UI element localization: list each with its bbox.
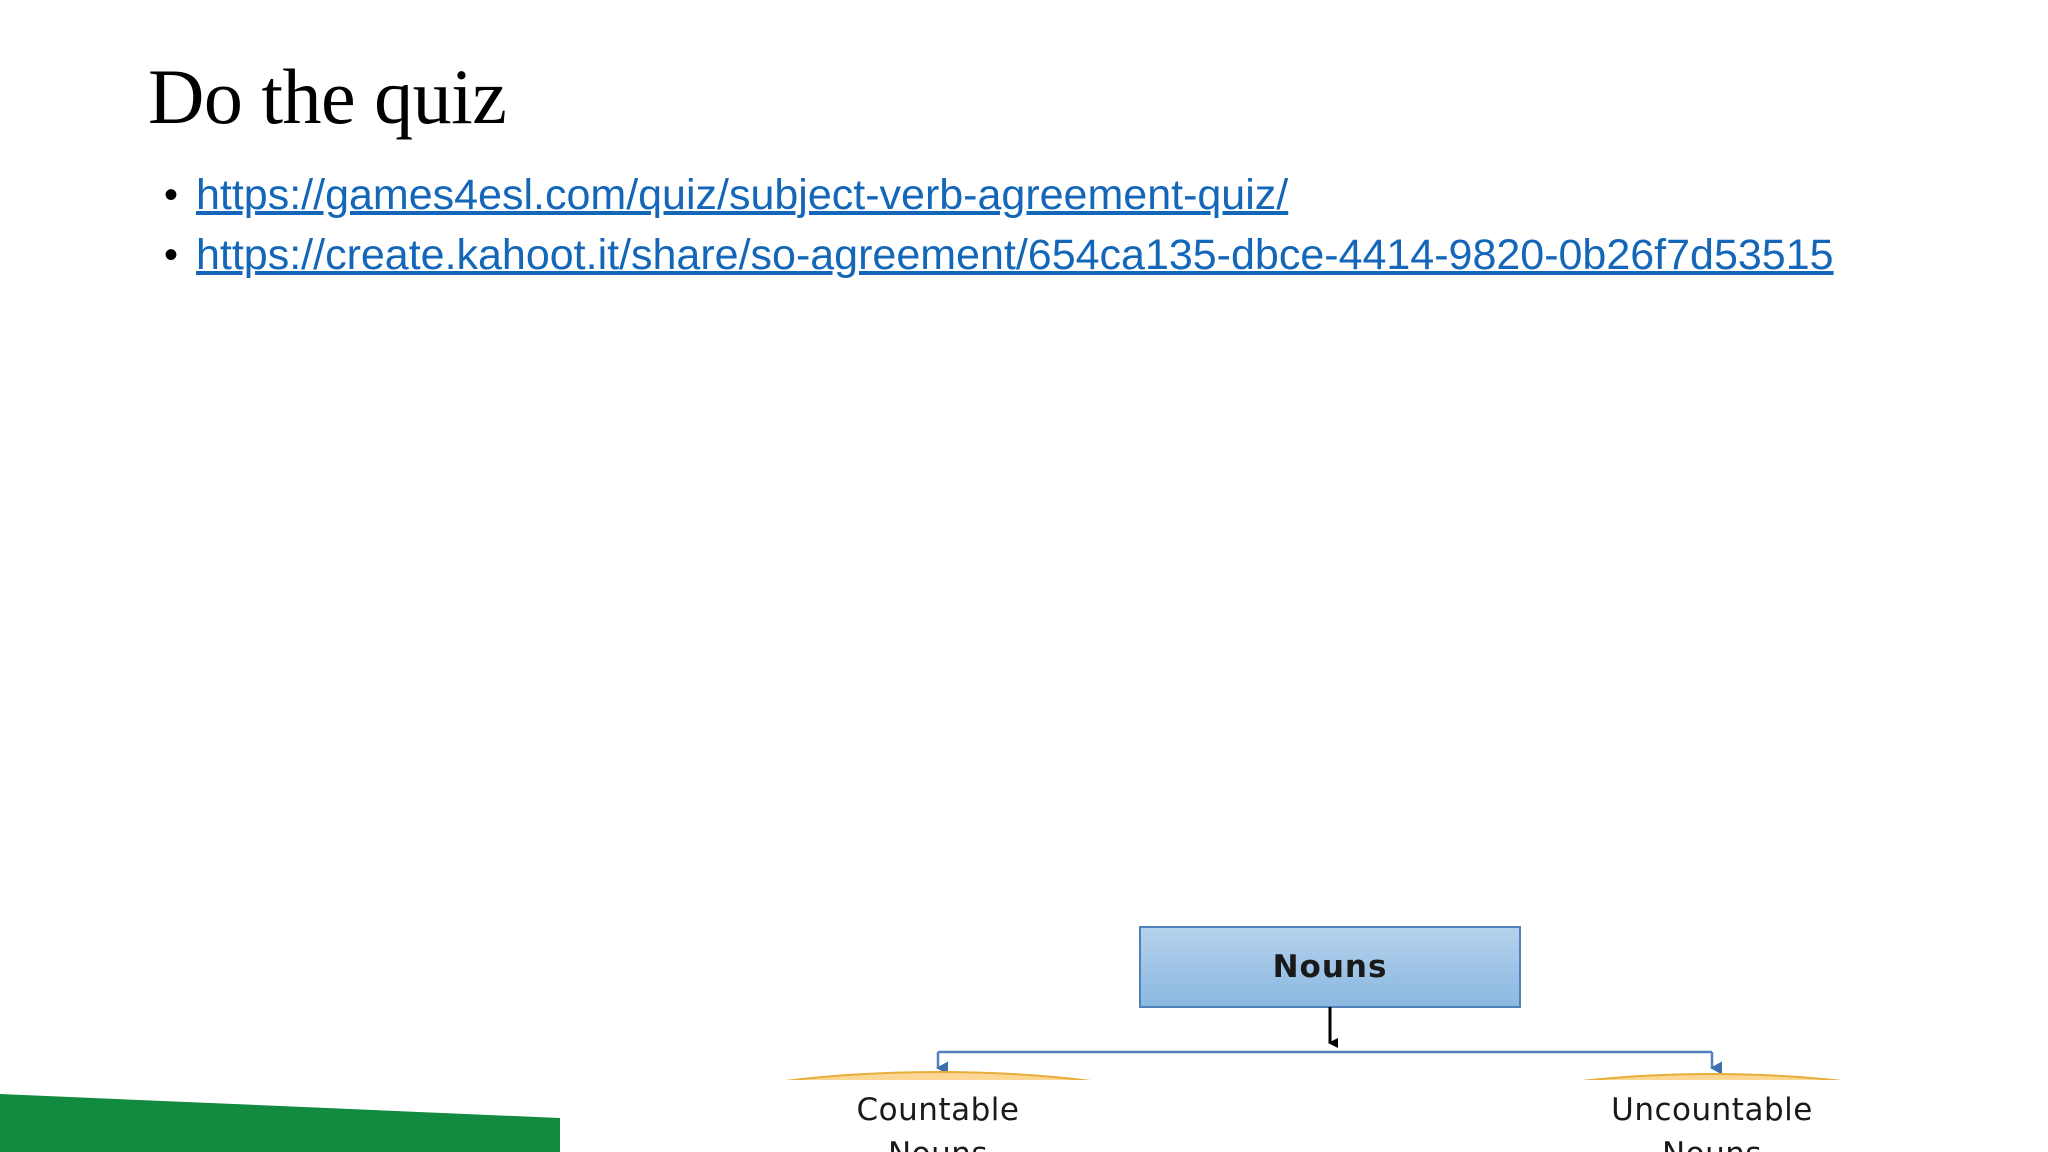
node-label-uncountable-line2: Nouns: [1662, 1132, 1762, 1152]
node-label-countable-line2: Nouns: [888, 1132, 988, 1152]
diagram-canvas: [785, 926, 1843, 1080]
node-nouns-box: [1139, 926, 1521, 1008]
page-title: Do the quiz: [148, 53, 507, 140]
quiz-link-games4esl[interactable]: https://games4esl.com/quiz/subject-verb-…: [196, 171, 1289, 219]
node-label-uncountable-line1: Uncountable: [1611, 1092, 1813, 1128]
bullet-marker-icon: •: [164, 233, 179, 277]
node-label-uncountable-nouns: Uncountable Nouns: [1438, 1074, 1986, 1152]
node-countable-nouns-ellipse: [785, 1071, 1091, 1080]
list-item: • https://games4esl.com/quiz/subject-ver…: [150, 168, 1950, 222]
node-label-countable-line1: Countable: [856, 1092, 1020, 1128]
node-label-countable-nouns: Countable Nouns: [648, 1072, 1228, 1152]
bullet-marker-icon: •: [164, 173, 179, 217]
list-item: • https://create.kahoot.it/share/so-agre…: [150, 228, 1950, 282]
node-uncountable-nouns-ellipse: [1581, 1073, 1843, 1080]
quiz-link-kahoot[interactable]: https://create.kahoot.it/share/so-agreem…: [196, 231, 1834, 279]
nouns-diagram: Nouns Countable Nouns Uncountable Nouns …: [0, 430, 2048, 1152]
bullet-list: • https://games4esl.com/quiz/subject-ver…: [150, 168, 1950, 288]
green-accent-shape: [0, 1094, 560, 1152]
